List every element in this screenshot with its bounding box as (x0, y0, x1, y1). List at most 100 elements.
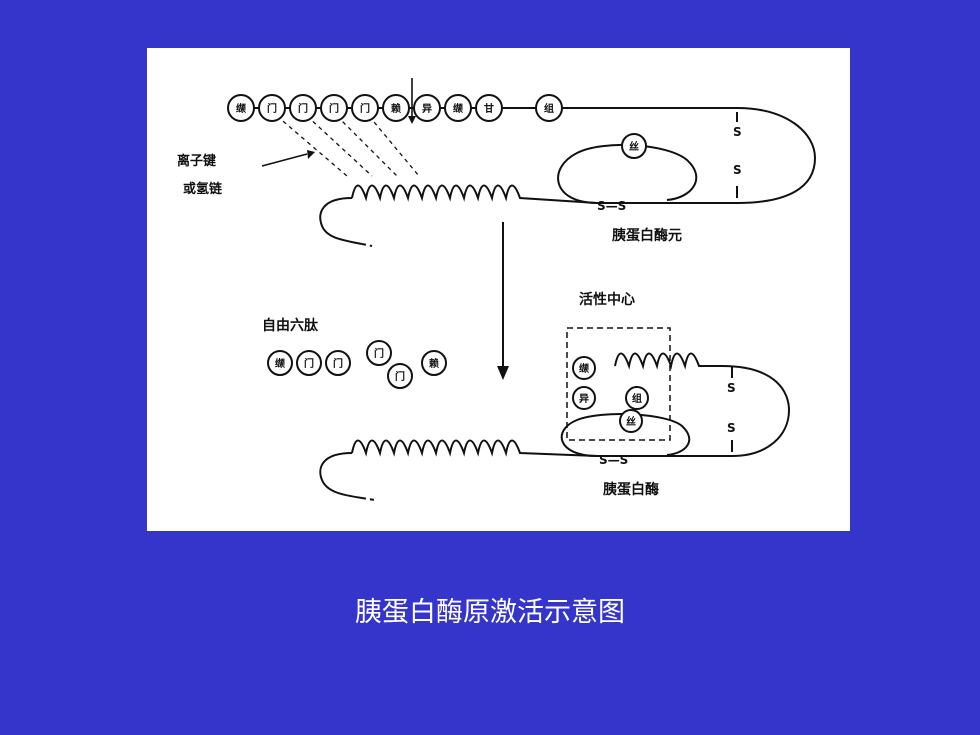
top-residue-2-circle (289, 94, 317, 122)
center-residue-1: 异 (572, 386, 596, 410)
top-helix (351, 184, 598, 204)
trypsinogen (241, 78, 817, 247)
center-residue-0: 缬 (572, 356, 596, 380)
free-residue-3-circle (366, 340, 392, 366)
center-residue-3-circle (619, 409, 643, 433)
trypsinogen-name: 胰蛋白酶元 (612, 227, 682, 244)
bottom-ss-bottom: S—S (599, 453, 628, 467)
free-residue-0-circle (267, 350, 293, 376)
top-ss-bottom: S—S (597, 199, 626, 213)
top-residue-6-circle (413, 94, 441, 122)
top-residue-7: 缬 (444, 94, 472, 122)
top-residue-1-text: 门 (267, 102, 277, 115)
activation-arrowhead (497, 366, 509, 380)
top-residue-0: 缬 (227, 94, 255, 122)
free-residue-4-text: 门 (395, 370, 405, 383)
free-peptide-chain: 缬门门门门赖 (267, 340, 447, 389)
diagram-figure: 缬门门门门赖异缬甘组 丝 离子键 或氢链 S—S S S 胰蛋白酶元 自由六肽 … (147, 48, 850, 531)
center-residue-3: 丝 (619, 409, 643, 433)
top-residue-3: 门 (320, 94, 348, 122)
label-pointer (261, 153, 308, 167)
top-residue-7-text: 缬 (453, 102, 463, 115)
trypsin (319, 352, 791, 501)
active-center-label: 活性中心 (579, 291, 635, 308)
ion-dash-2 (306, 115, 373, 177)
free-residue-3: 门 (366, 340, 392, 366)
active-center-box (566, 327, 671, 441)
top-residue-3-circle (320, 94, 348, 122)
bottom-tail (319, 452, 363, 499)
top-residue-5: 赖 (382, 94, 410, 122)
bottom-ss-v1: S (727, 381, 736, 395)
top-residue-4-circle (351, 94, 379, 122)
top-residue-6: 异 (413, 94, 441, 122)
free-residue-4-circle (387, 363, 413, 389)
top-residue-6-text: 异 (422, 103, 432, 115)
center-residue-2-text: 组 (632, 392, 642, 405)
caption: 胰蛋白酶原激活示意图 (355, 597, 625, 628)
top-residue-0-circle (227, 94, 255, 122)
free-residue-3-text: 门 (374, 347, 384, 360)
free-residue-0: 缬 (267, 350, 293, 376)
top-residue-5-text: 赖 (391, 102, 401, 115)
ion-dash-3 (336, 115, 398, 177)
center-residue-0-circle (572, 356, 596, 380)
free-peptide-label: 自由六肽 (262, 317, 319, 334)
top-ss-v1: S (733, 125, 742, 139)
bottom-helix (351, 439, 598, 457)
label-pointer-head (307, 150, 315, 159)
top-big-loop (736, 107, 817, 204)
top-tail (319, 197, 363, 245)
top-residue-8-circle (475, 94, 503, 122)
top-ser-residue: 丝 (621, 133, 647, 159)
bottom-tail-dash (361, 497, 376, 501)
active-center-residues: 缬异 组丝 (572, 356, 649, 433)
top-residue-7-circle (444, 94, 472, 122)
top-ss-v2: S (733, 163, 742, 177)
top-residue-4: 门 (351, 94, 379, 122)
top-residue-4-text: 门 (360, 102, 370, 115)
top-residue-8-text: 甘 (484, 102, 494, 115)
ion-bond-label: 离子键 (177, 153, 216, 169)
top-ser-circle (621, 133, 647, 159)
top-ser-text: 丝 (629, 140, 639, 153)
top-residue-3-text: 门 (329, 102, 339, 115)
free-residue-5: 赖 (421, 350, 447, 376)
center-residue-3-text: 丝 (626, 415, 636, 428)
center-residue-2: 组 (625, 386, 649, 410)
free-residue-1: 门 (296, 350, 322, 376)
center-residue-1-circle (572, 386, 596, 410)
top-residue-9: 组 (535, 94, 563, 122)
free-residue-2-circle (325, 350, 351, 376)
free-residue-2-text: 门 (333, 357, 343, 370)
center-residue-1-text: 异 (579, 393, 589, 405)
top-residue-2: 门 (289, 94, 317, 122)
ion-dash-4 (368, 115, 420, 177)
cleavage-arrowhead (408, 116, 416, 124)
bottom-big-loop (721, 365, 791, 457)
top-tail-dash (361, 243, 373, 247)
top-residue-1: 门 (258, 94, 286, 122)
top-residue-5-circle (382, 94, 410, 122)
top-residue-2-text: 门 (298, 102, 308, 115)
free-residue-2: 门 (325, 350, 351, 376)
center-residue-0-text: 缬 (579, 362, 589, 375)
free-residue-5-text: 赖 (429, 357, 439, 370)
free-residue-1-circle (296, 350, 322, 376)
bottom-ss-v2: S (727, 421, 736, 435)
hbond-label: 或氢链 (183, 181, 223, 197)
free-residue-4: 门 (387, 363, 413, 389)
free-residue-5-circle (421, 350, 447, 376)
top-residue-1-circle (258, 94, 286, 122)
ion-dash-1 (276, 115, 348, 177)
free-residue-1-text: 门 (304, 357, 314, 370)
trypsin-name: 胰蛋白酶 (603, 481, 659, 498)
top-residue-9-text: 组 (544, 102, 554, 115)
bottom-top-coil (614, 352, 722, 370)
center-residue-2-circle (625, 386, 649, 410)
top-residue-0-text: 缬 (236, 102, 246, 115)
top-residue-chain: 缬门门门门赖异缬甘组 (227, 94, 563, 122)
activation-diagram: 缬门门门门赖异缬甘组 丝 离子键 或氢链 S—S S S 胰蛋白酶元 自由六肽 … (177, 78, 817, 501)
free-residue-0-text: 缬 (275, 357, 285, 370)
top-residue-8: 甘 (475, 94, 503, 122)
